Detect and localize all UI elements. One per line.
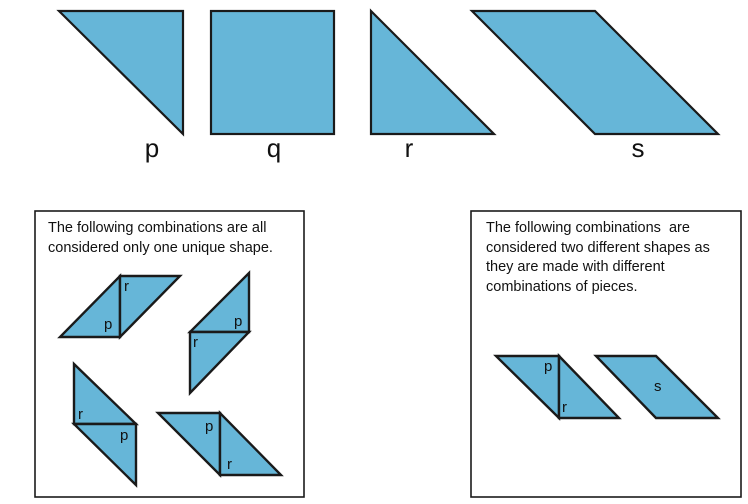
combo4-r-label: r	[227, 456, 232, 473]
left-box-description: The following combinations are all consi…	[48, 219, 298, 258]
right-box-line-2: considered two different shapes as	[486, 239, 710, 256]
right-combo-r-label: r	[562, 399, 567, 416]
combo1-r	[118, 274, 183, 340]
combo2-r-label: r	[193, 334, 198, 351]
right-example-box	[470, 210, 742, 498]
combo3-p-label: p	[120, 427, 128, 444]
piece-r-label: r	[405, 133, 414, 163]
right-combo-r	[557, 353, 622, 420]
combo2-r	[188, 330, 252, 396]
right-box-line-1: The following combinations are	[486, 220, 690, 236]
combo3-r-label: r	[78, 406, 83, 423]
combo4-p-label: p	[205, 418, 213, 435]
combo1-r-label: r	[124, 278, 129, 295]
left-example-box	[34, 210, 305, 498]
left-box-line-2: considered only one unique shape.	[48, 239, 273, 256]
piece-s-shape	[469, 9, 721, 136]
right-combo-s-label: s	[654, 378, 662, 395]
piece-p-label: p	[145, 133, 159, 163]
piece-p-shape	[56, 9, 185, 137]
piece-q-label: q	[267, 133, 281, 163]
combo4-r	[218, 410, 284, 477]
left-box-line-1: The following combinations are all	[48, 220, 267, 236]
combo3-r	[72, 361, 139, 426]
piece-s-label: s	[632, 133, 645, 163]
right-combo-p-label: p	[544, 358, 552, 375]
right-box-line-4: combinations of pieces.	[486, 278, 638, 295]
piece-r-shape	[369, 8, 497, 136]
right-combo-s	[593, 354, 721, 420]
piece-q-shape	[209, 9, 336, 136]
combo2-p-label: p	[234, 313, 242, 330]
right-box-description: The following combinations are considere…	[486, 219, 746, 297]
combo3-p	[71, 422, 138, 488]
combo1-p-label: p	[104, 316, 112, 333]
right-box-line-3: they are made with different	[486, 259, 665, 275]
